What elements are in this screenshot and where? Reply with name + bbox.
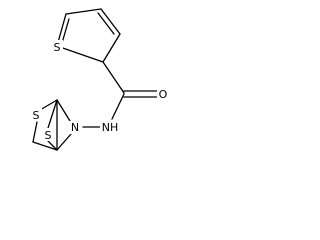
atom-label-bridge-sulfur-lower: S (45, 129, 52, 142)
bond-top-bridgehead-to-upper-s (39, 99, 58, 111)
thiophene-ring (56, 8, 121, 63)
bond-n-to-top-bridgehead (56, 99, 71, 122)
atom-label-amide-nitrogen: NH (102, 121, 119, 134)
bond-upper-s-down (32, 121, 38, 143)
atom-label-bridge-sulfur-upper: S (33, 109, 40, 122)
bond-thiophene-double-inner-a (97, 12, 115, 35)
bond-top-bridgehead-to-lower-s (47, 99, 58, 129)
bond-thiophene-s-c2 (56, 45, 104, 63)
bond-thiophene-double-inner-b (61, 18, 70, 44)
bond-thiophene-c3-c4 (100, 8, 121, 35)
atom-label-carbonyl-oxygen: O (159, 88, 168, 101)
bond-thiophene-to-carbonyl (102, 61, 125, 94)
chemical-structure-diagram: S O NH N S S (30, 8, 170, 151)
bond-thiophene-c2-c3 (102, 33, 121, 63)
bond-n-to-bottom-bridgehead (56, 133, 72, 151)
bicyclic-cage (32, 99, 72, 151)
atom-labels: S O NH N S S (30, 40, 170, 142)
bond-lower-s-to-bottom (47, 140, 58, 151)
amide-group (82, 61, 159, 128)
atom-label-bicyclic-nitrogen: N (71, 121, 79, 134)
bond-carbonyl-to-nh (111, 93, 125, 120)
bond-thiophene-c4-c5 (65, 8, 102, 15)
atom-label-thiophene-sulfur: S (54, 41, 61, 54)
bond-left-to-bottom-bridgehead (32, 141, 58, 151)
